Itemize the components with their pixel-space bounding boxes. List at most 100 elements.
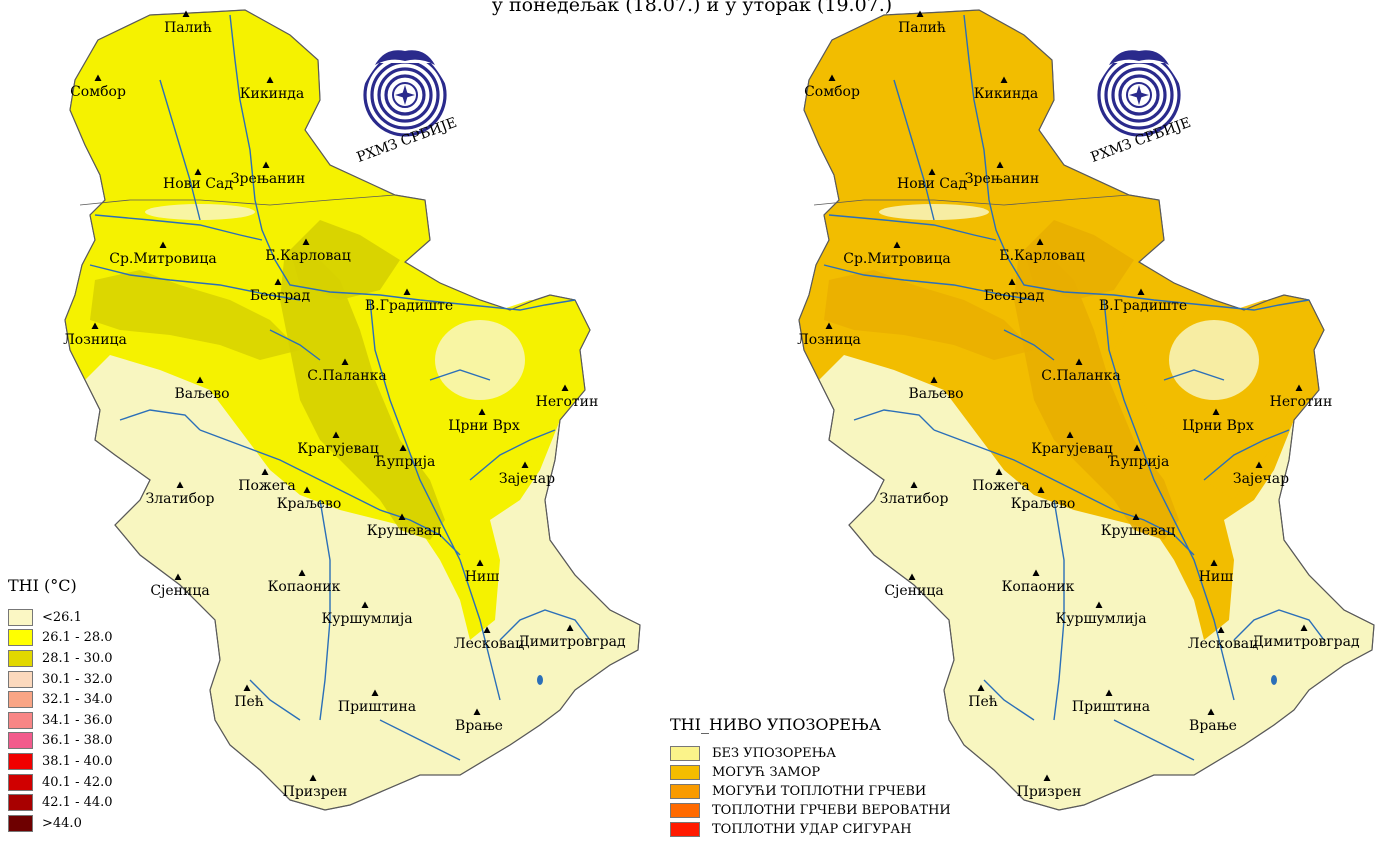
triangle-icon	[159, 241, 167, 248]
river	[1053, 499, 1065, 721]
city-marker: Краљево	[1011, 486, 1075, 512]
city-label: Пожега	[972, 478, 1029, 494]
triangle-icon	[262, 161, 270, 168]
triangle-icon	[174, 573, 182, 580]
city-label: Сјеница	[884, 583, 943, 599]
legend-item: 28.1 - 30.0	[8, 648, 113, 669]
river	[369, 299, 501, 701]
city-marker: Београд	[984, 278, 1045, 304]
triangle-icon	[332, 431, 340, 438]
legend-item: ТОПЛОТНИ ГРЧЕВИ ВЕРОВАТНИ	[670, 801, 951, 820]
river	[94, 214, 263, 241]
river	[229, 14, 576, 311]
city-marker: Лозница	[63, 322, 127, 348]
legend-swatch	[670, 822, 700, 837]
city-label: Крагујевац	[1031, 441, 1113, 457]
city-label: Пожега	[238, 478, 295, 494]
legend-swatch	[8, 691, 33, 709]
triangle-icon	[1300, 624, 1308, 631]
legend-swatch	[8, 752, 33, 770]
river	[1113, 719, 1195, 761]
legend-item: <26.1	[8, 607, 113, 628]
city-marker: Ћуприја	[1108, 444, 1169, 470]
triangle-icon	[995, 468, 1003, 475]
city-label: Неготин	[1270, 394, 1333, 410]
city-marker: Кикинда	[974, 76, 1039, 102]
triangle-icon	[266, 76, 274, 83]
city-label: Приштина	[338, 699, 416, 715]
triangle-icon	[1066, 431, 1074, 438]
triangle-icon	[1217, 626, 1225, 633]
city-label: Зрењанин	[965, 171, 1039, 187]
city-marker: Палић	[898, 10, 946, 36]
city-label: Београд	[984, 288, 1045, 304]
legend-swatch	[670, 784, 700, 799]
legend-swatch	[670, 803, 700, 818]
triangle-icon	[1075, 358, 1083, 365]
city-marker: Крагујевац	[1031, 431, 1113, 457]
legend-label: 42.1 - 44.0	[42, 795, 113, 811]
triangle-icon	[473, 708, 481, 715]
river	[853, 409, 935, 431]
legend-label: 36.1 - 38.0	[42, 733, 113, 749]
city-marker: Крушевац	[1101, 513, 1175, 539]
legend-swatch	[8, 732, 33, 750]
triangle-icon	[521, 461, 529, 468]
legend-item: БЕЗ УПОЗОРЕЊА	[670, 744, 951, 763]
legend-item: МОГУЋИ ТОПЛОТНИ ГРЧЕВИ	[670, 782, 951, 801]
city-label: Сомбор	[70, 84, 126, 100]
river	[1203, 429, 1290, 481]
legend-item: 26.1 - 28.0	[8, 628, 113, 649]
city-marker: Куршумлија	[321, 601, 413, 627]
city-marker: Сјеница	[150, 573, 210, 599]
city-marker: Краљево	[277, 486, 341, 512]
city-marker: Палић	[164, 10, 212, 36]
river	[469, 429, 556, 481]
city-marker: Призрен	[283, 774, 347, 800]
city-marker: Ваљево	[174, 376, 230, 402]
city-marker: Б.Карловац	[265, 238, 351, 264]
city-label: Б.Карловац	[999, 248, 1084, 264]
city-label: Куршумлија	[321, 611, 412, 627]
city-label: Пећ	[234, 694, 264, 710]
triangle-icon	[261, 468, 269, 475]
river	[499, 609, 591, 641]
river	[119, 409, 201, 431]
city-marker: Нови Сад	[897, 168, 967, 192]
legend-label: 34.1 - 36.0	[42, 712, 113, 728]
river	[379, 719, 461, 761]
city-label: Ср.Митровица	[109, 251, 217, 267]
city-label: Златибор	[146, 491, 215, 507]
river	[963, 14, 1310, 311]
city-marker: Пожега	[238, 468, 296, 494]
triangle-icon	[1210, 559, 1218, 566]
river	[1233, 609, 1325, 641]
triangle-icon	[398, 513, 406, 520]
legend-thi-title: THI (°C)	[8, 576, 77, 595]
legend-label: 40.1 - 42.0	[42, 774, 113, 790]
city-label: С.Паланка	[1041, 368, 1120, 384]
city-label: Лесковац	[454, 636, 524, 652]
city-marker: Б.Карловац	[999, 238, 1085, 264]
city-label: Ср.Митровица	[843, 251, 951, 267]
triangle-icon	[928, 168, 936, 175]
river	[1163, 369, 1225, 381]
triangle-icon	[182, 10, 190, 17]
city-label: Кикинда	[974, 86, 1039, 102]
triangle-icon	[371, 689, 379, 696]
triangle-icon	[196, 376, 204, 383]
legend-swatch	[670, 765, 700, 780]
city-label: Кикинда	[240, 86, 305, 102]
legend-item: 30.1 - 32.0	[8, 669, 113, 690]
triangle-icon	[243, 684, 251, 691]
legend-label: 32.1 - 34.0	[42, 692, 113, 708]
triangle-icon	[309, 774, 317, 781]
river	[89, 264, 301, 301]
city-label: Ниш	[1199, 569, 1234, 585]
city-marker: С.Паланка	[1041, 358, 1121, 384]
river	[823, 264, 1035, 301]
city-marker: Врање	[1189, 708, 1237, 734]
legend-item: 40.1 - 42.0	[8, 772, 113, 793]
legend-label: МОГУЋИ ТОПЛОТНИ ГРЧЕВИ	[712, 784, 927, 799]
